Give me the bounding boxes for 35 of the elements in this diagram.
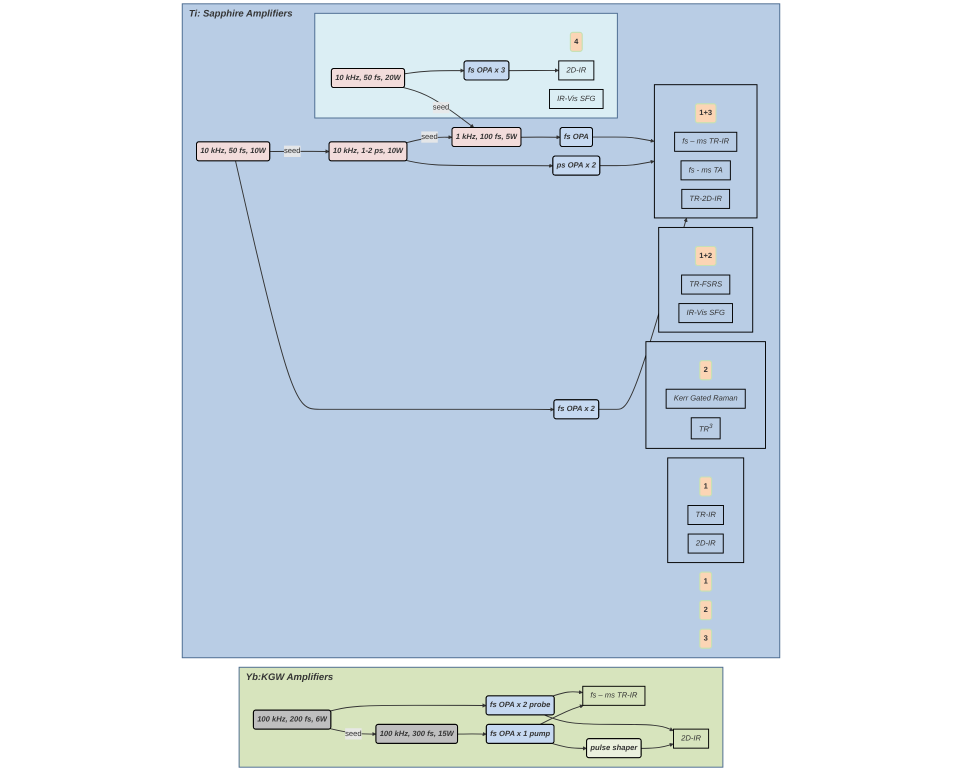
node-box: [549, 88, 604, 109]
arrow: [544, 714, 674, 732]
node-box: [666, 388, 746, 409]
node-box: [674, 132, 738, 152]
arrow: [520, 135, 560, 140]
cluster: [667, 457, 744, 564]
node-box: [681, 188, 730, 209]
arrow: [552, 743, 587, 750]
arrow: [404, 68, 464, 74]
arrow: [539, 704, 584, 726]
node-box: [687, 505, 724, 525]
node-box: [690, 417, 721, 440]
cluster: [658, 226, 754, 333]
arrow: [640, 742, 674, 749]
node-box: [558, 60, 594, 80]
node-box: [680, 160, 731, 180]
arrow: [508, 68, 559, 73]
cluster: [314, 12, 618, 118]
node-box: [688, 534, 724, 554]
arrow: [552, 690, 583, 697]
cluster: [238, 666, 724, 768]
cluster: [182, 3, 780, 658]
node-box: [681, 274, 730, 295]
arrow: [330, 703, 487, 712]
arrow: [592, 136, 655, 143]
arrow: [403, 87, 474, 128]
node-box: [678, 303, 733, 324]
cluster: [645, 341, 766, 449]
cluster: [654, 84, 758, 218]
arrow: [235, 160, 554, 412]
node-box: [673, 728, 710, 749]
arrow: [457, 732, 487, 736]
node-box: [582, 686, 646, 706]
arrow: [406, 160, 554, 168]
arrow: [599, 160, 655, 166]
